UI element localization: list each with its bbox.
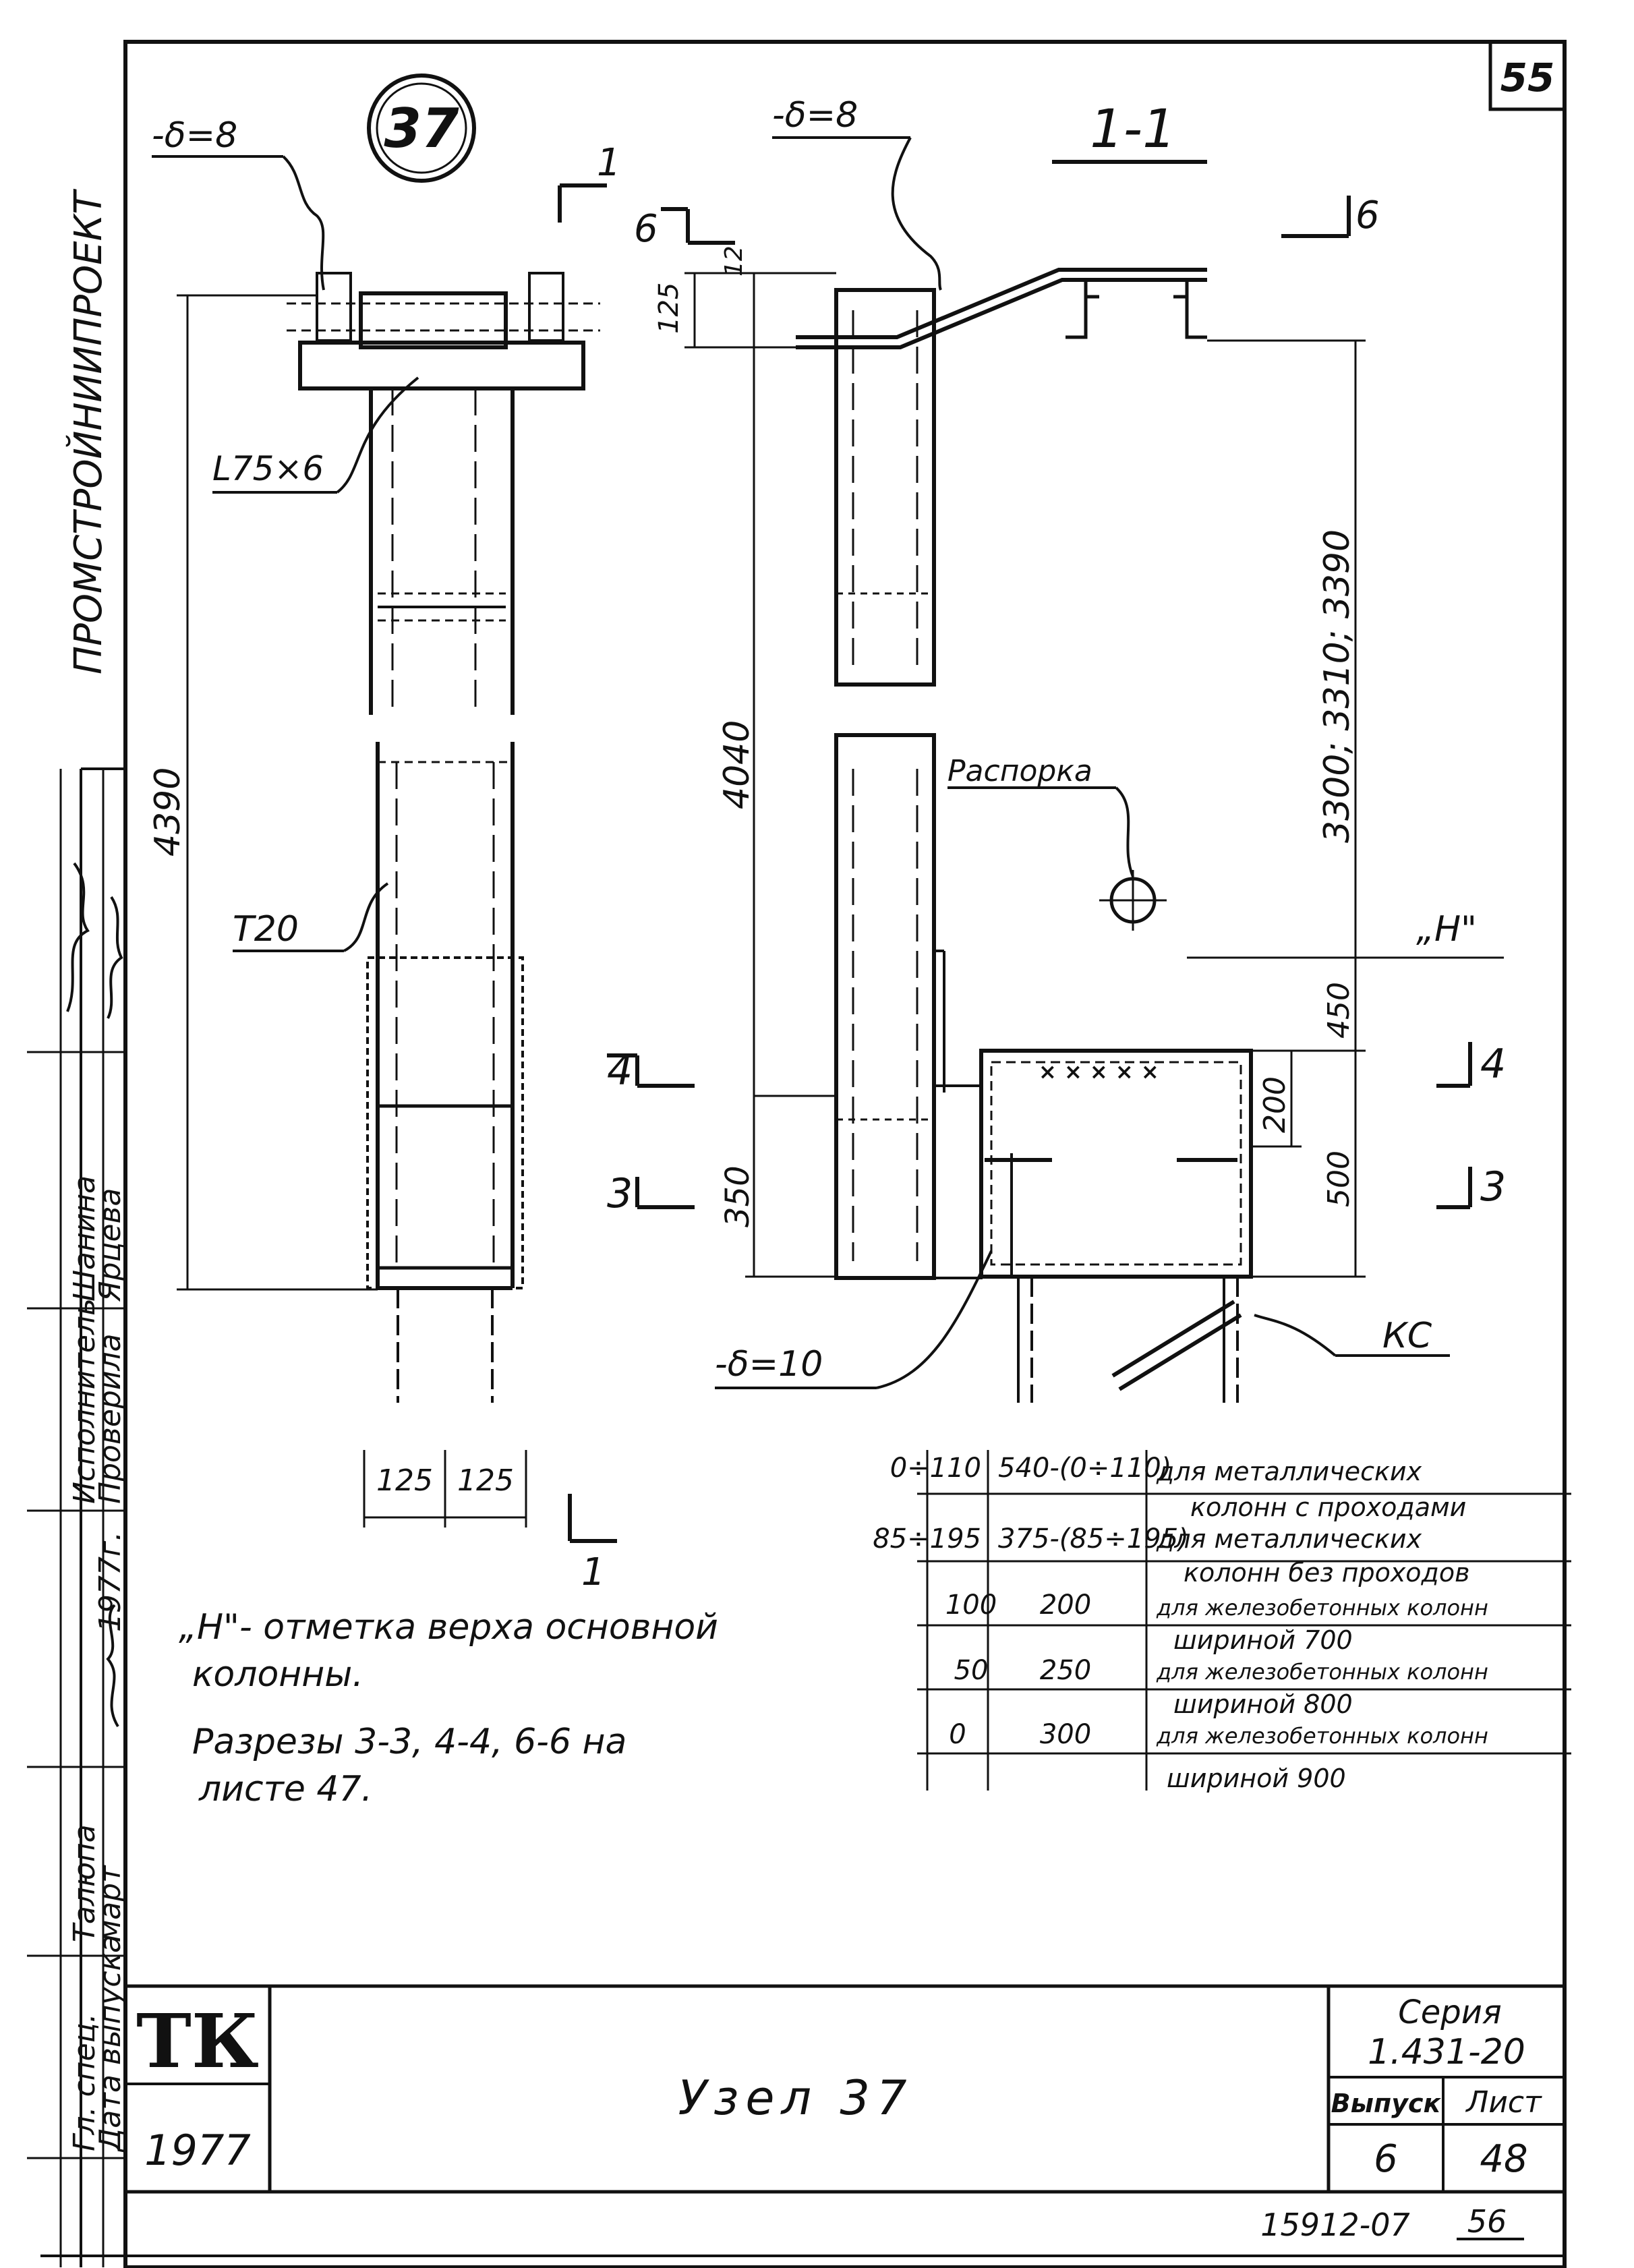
stamp-role-6: Гл. спец. [67,2013,102,2151]
bottom-plate-label: -δ=10 [715,1344,823,1385]
stamp-role-2: Проверила [93,1333,127,1504]
table-row4-b: 250 [1040,1655,1091,1686]
cut-mark-top: 1 [597,141,621,185]
notes: „Н"- отметка верха основной колонны. Раз… [179,1607,718,1809]
sheet-value: 48 [1480,2137,1527,2181]
cut-3-left: 3 [607,1170,633,1217]
dimension-table: 0÷110 540-(0÷110) для металлических коло… [873,1450,1571,1793]
left-plate-label: -δ=8 [152,115,237,156]
signature-2 [107,896,123,1019]
sheet-number: 55 [1500,55,1555,100]
right-dim-12: 12 [720,245,748,277]
table-row4-desc2: шириной 800 [1173,1689,1353,1719]
table-row5-desc2: шириной 900 [1167,1764,1346,1793]
note-line-3: Разрезы 3-3, 4-4, 6-6 на [192,1722,626,1762]
node-marker: 37 [367,74,476,183]
angle-label: L75×6 [212,449,324,488]
right-dim-125: 125 [653,283,684,334]
sheet-border [123,40,1567,2268]
note-line-4: листе 47. [198,1769,372,1809]
strut-label: Распорка [947,754,1092,788]
stamp-role-1: Исполнитель [67,1298,102,1504]
table-row1-desc2: колонн с проходами [1190,1492,1466,1522]
left-height-dim: 4390 [148,767,188,856]
sheet-label: Лист [1465,2085,1542,2120]
sheet-number-box [1488,40,1567,111]
stamp-column: ПРОМСТРОЙНИИПРОЕКТ Исполнитель Шанина Пр… [27,189,127,2267]
stamp-date-month: март [93,1865,127,1942]
table-row2-desc2: колонн без проходов [1184,1558,1469,1588]
table-row2-desc1: для металлических [1156,1524,1422,1554]
left-view: -δ=8 L75×6 Т20 [148,115,621,1594]
cut-mark-bottom: 1 [581,1550,606,1594]
kc-label: КС [1382,1316,1432,1356]
tee-label: Т20 [233,909,299,950]
series-label: Серия [1398,1994,1502,2031]
node-number: 37 [384,97,459,160]
stamp-name-3: Талюпа [67,1824,102,1942]
issue-value: 6 [1374,2137,1398,2181]
footer-code: 15912-07 [1260,2207,1409,2243]
left-dim-125-b: 125 [457,1463,514,1498]
table-row1-b: 540-(0÷110) [998,1453,1171,1484]
footer-page: 56 [1467,2203,1507,2240]
table-row3-a: 100 [945,1590,997,1621]
note-line-2: колонны. [192,1654,363,1695]
table-row5-a: 0 [949,1719,966,1750]
title-text: Узел 37 [678,2070,913,2126]
weld-marks: × × × × × [1039,1059,1159,1084]
title-year: 1977 [144,2126,251,2175]
title-block: ТК 1977 Узел 37 Серия 1.431-20 Выпуск Ли… [125,1984,1565,2194]
table-row3-b: 200 [1040,1590,1091,1621]
right-plate-label: -δ=8 [772,95,858,136]
right-dim-500: 500 [1322,1151,1356,1207]
stamp-name-2: Ярцева [93,1188,127,1302]
cut-6-left: 6 [634,207,658,251]
cut-4-right: 4 [1480,1041,1506,1088]
section-1-1: 1-1 -δ=8 × × × × × [607,95,1506,1403]
table-row3-desc1: для железобетонных колонн [1156,1595,1488,1621]
signature-3 [106,1604,119,1728]
left-dim-125-a: 125 [376,1463,433,1498]
right-dim-200: 200 [1258,1076,1292,1133]
table-row5-desc1: для железобетонных колонн [1156,1723,1488,1749]
right-height-dim: 4040 [717,720,757,809]
issue-label: Выпуск [1331,2089,1442,2118]
level-label: „Н" [1416,909,1477,950]
cut-6-right: 6 [1355,194,1380,237]
section-title: 1-1 [1090,99,1175,160]
cut-3-right: 3 [1480,1163,1506,1211]
right-dim-350: 350 [719,1165,757,1227]
cut-4-left: 4 [607,1047,633,1095]
table-row5-b: 300 [1040,1719,1091,1750]
stamp-name-1: Шанина [67,1175,102,1302]
table-row1-a: 0÷110 [890,1453,981,1484]
table-row2-b: 375-(85÷195) [998,1523,1189,1554]
right-dim-450: 450 [1322,982,1356,1039]
table-row2-a: 85÷195 [873,1523,981,1554]
signature-1 [66,862,90,1012]
stamp-date-label: Дата выпуска [93,1935,127,2153]
note-line-1: „Н"- отметка верха основной [179,1607,718,1648]
stamp-org: ПРОМСТРОЙНИИПРОЕКТ [67,189,111,674]
table-row1-desc1: для металлических [1156,1457,1422,1486]
table-row4-desc1: для железобетонных колонн [1156,1659,1488,1685]
logo-tk: ТК [136,1998,259,2085]
series-value: 1.431-20 [1368,2032,1525,2072]
right-height-dim-2: 3300; 3310; 3390 [1317,529,1358,843]
table-row4-a: 50 [954,1655,989,1686]
table-row3-desc2: шириной 700 [1173,1625,1353,1655]
